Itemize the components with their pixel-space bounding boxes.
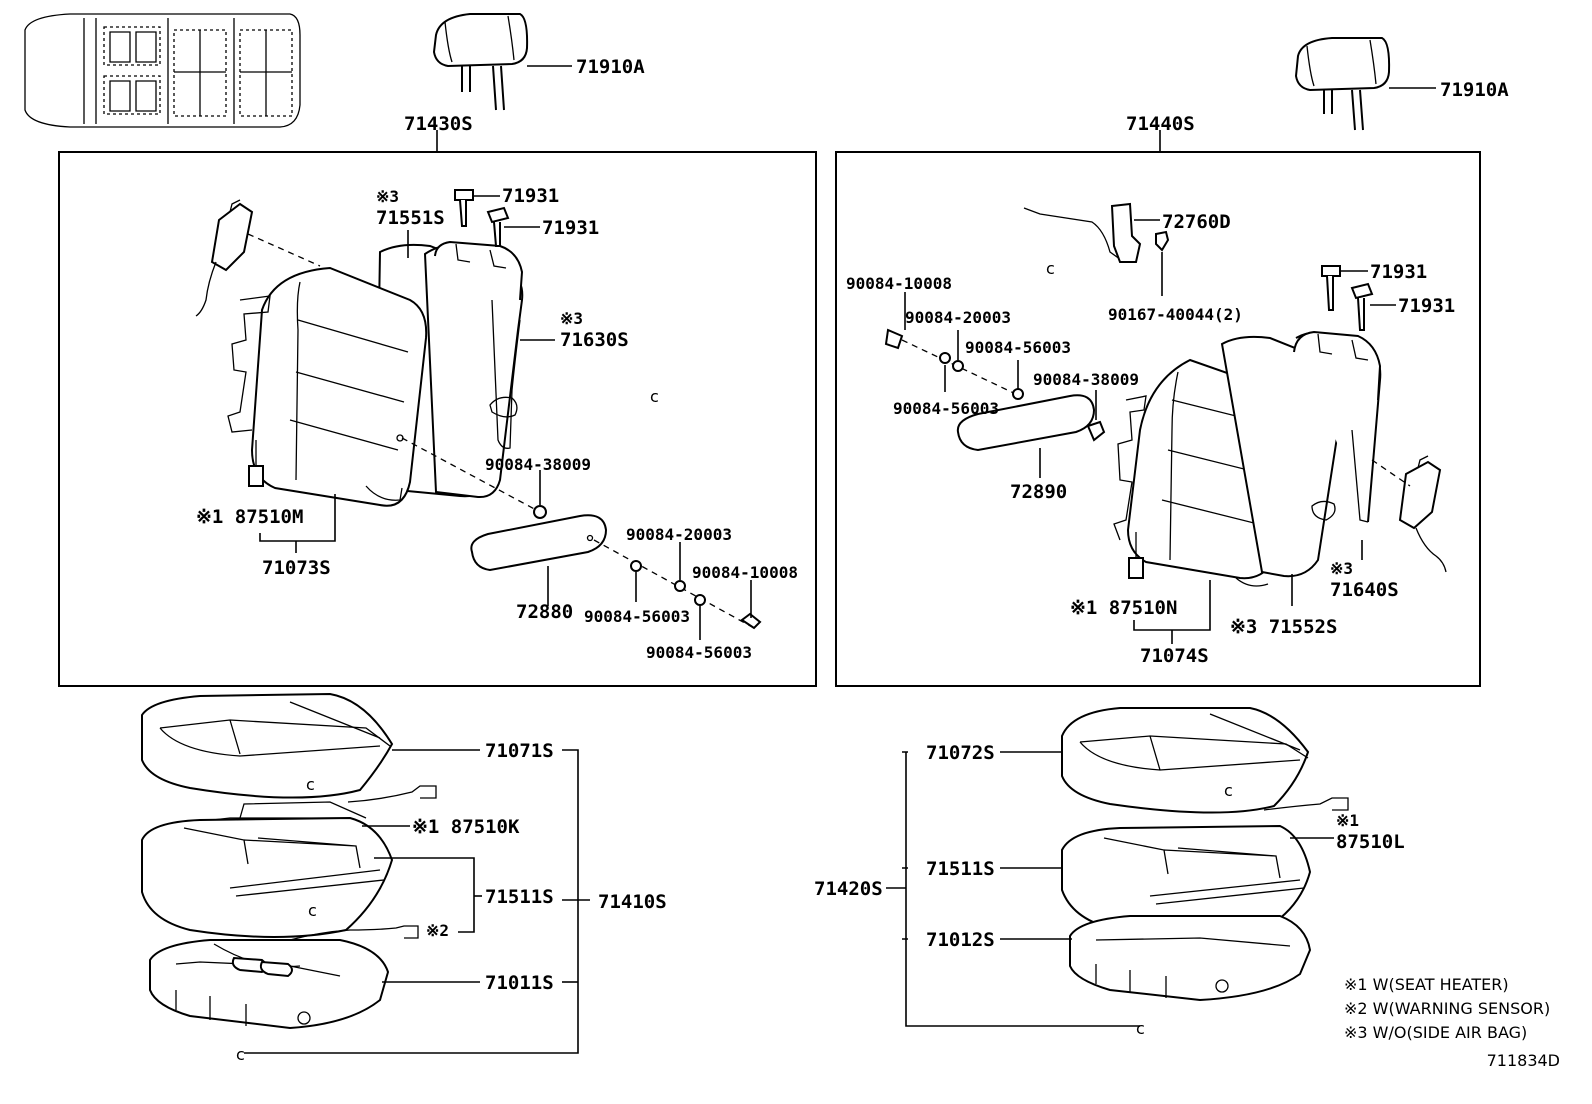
bolt-38009-left: [533, 505, 547, 519]
callout-c42: 87510L: [1336, 831, 1405, 853]
callout-c11: 71073S: [262, 557, 331, 579]
callout-c40: 71072S: [926, 742, 995, 764]
callout-c03: ※3: [376, 187, 399, 206]
footnote-legend: ※1 W(SEAT HEATER) ※2 W(WARNING SENSOR) ※3 …: [1344, 975, 1550, 1042]
marker-c: c: [1046, 259, 1055, 278]
callout-c45: 71012S: [926, 929, 995, 951]
callout-c33: 71074S: [1140, 645, 1209, 667]
callout-c24: 71931: [1398, 295, 1455, 317]
callout-c01: 71910A: [576, 56, 645, 78]
callout-c35: ※1 87510K: [412, 816, 520, 838]
callout-c38: ※2: [426, 921, 449, 940]
sensor-wire-left: [289, 925, 419, 941]
marker-c: c: [308, 901, 317, 920]
callout-c31: ※1 87510N: [1070, 597, 1177, 619]
cushion-cover-71071s: [141, 692, 394, 799]
headrest-left: [432, 13, 529, 111]
callout-c13: 90084-10008: [692, 563, 798, 582]
cushion-pad-71511s: [141, 816, 394, 938]
callout-c34: 71071S: [485, 740, 554, 762]
heater-element-87510l: [1263, 797, 1349, 811]
callout-c36: 71511S: [485, 886, 554, 908]
bolt-10008-right: [884, 328, 904, 350]
callout-c20: 90084-10008: [846, 274, 952, 293]
seatback-frame-pipe-right: [1293, 330, 1382, 401]
callout-c05: 71551S: [376, 207, 445, 229]
connector-87510m: [248, 440, 264, 487]
callout-c15: 90084-56003: [584, 607, 690, 626]
callout-c27: 90084-56003: [893, 399, 999, 418]
marker-c: c: [1224, 781, 1233, 800]
seatback-frame-right: [1113, 395, 1147, 541]
recliner-lever-72760d: [1023, 202, 1170, 263]
cushion-frame-71012s: [1069, 915, 1312, 1002]
seatback-right-frame: [835, 151, 1481, 687]
cushion-frame-71011s: [149, 939, 390, 1030]
seatback-cover-right: [1220, 331, 1382, 578]
legend-item: ※3 W/O(SIDE AIR BAG): [1344, 1023, 1527, 1042]
callout-c16: 90084-56003: [646, 643, 752, 662]
callout-c30: 71640S: [1330, 579, 1399, 601]
callout-c18: 71440S: [1126, 113, 1195, 135]
connector-87510n: [1128, 532, 1144, 579]
airbag-module-left: [195, 199, 254, 317]
marker-c: c: [1136, 1019, 1145, 1038]
callout-c28: 72890: [1010, 481, 1067, 503]
airbag-module-right: [1398, 455, 1447, 573]
callout-c26: 90084-38009: [1033, 370, 1139, 389]
callout-c29: ※3: [1330, 559, 1353, 578]
seatback-frame-left: [227, 295, 271, 433]
callout-c22: 71931: [1370, 261, 1427, 283]
callout-c21: 90167-40044(2): [1108, 305, 1243, 324]
callout-c23: 90084-20003: [905, 308, 1011, 327]
callout-c44: 71511S: [926, 858, 995, 880]
callout-c04: 71931: [502, 185, 559, 207]
callout-c12: 90084-20003: [626, 525, 732, 544]
reference-markers: c c c c c c c: [236, 259, 1233, 1064]
legend-item: ※1 W(SEAT HEATER): [1344, 975, 1509, 994]
headrest-support-71931-left: [454, 189, 510, 247]
callout-c37: 71410S: [598, 891, 667, 913]
marker-c: c: [306, 775, 315, 794]
callout-c25: 90084-56003: [965, 338, 1071, 357]
callout-c07: ※3: [560, 309, 583, 328]
marker-c: c: [650, 387, 659, 406]
figure-id: 711834D: [1487, 1051, 1560, 1070]
armrest-72890: [956, 394, 1096, 452]
callout-c41: ※1: [1336, 811, 1359, 830]
armrest-72880: [470, 514, 608, 572]
callout-c14: 72880: [516, 601, 573, 623]
callout-c32: ※3 71552S: [1230, 616, 1337, 638]
callout-c39: 71011S: [485, 972, 554, 994]
callout-c09: 90084-38009: [485, 455, 591, 474]
headrest-support-71931-right: [1321, 265, 1374, 331]
seatback-pad-left: [250, 266, 428, 507]
legend-item: ※2 W(WARNING SENSOR): [1344, 999, 1550, 1018]
callout-c10: ※1 87510M: [196, 506, 303, 528]
headrest-right: [1294, 37, 1391, 131]
callout-c02: 71430S: [404, 113, 473, 135]
callout-c08: 71630S: [560, 329, 629, 351]
cushion-cover-71072s: [1061, 707, 1310, 814]
vehicle-locator: [24, 13, 301, 128]
callout-c06: 71931: [542, 217, 599, 239]
callout-c19: 72760D: [1162, 211, 1231, 233]
marker-c: c: [236, 1045, 245, 1064]
callout-c17: 71910A: [1440, 79, 1509, 101]
callout-c43: 71420S: [814, 878, 883, 900]
